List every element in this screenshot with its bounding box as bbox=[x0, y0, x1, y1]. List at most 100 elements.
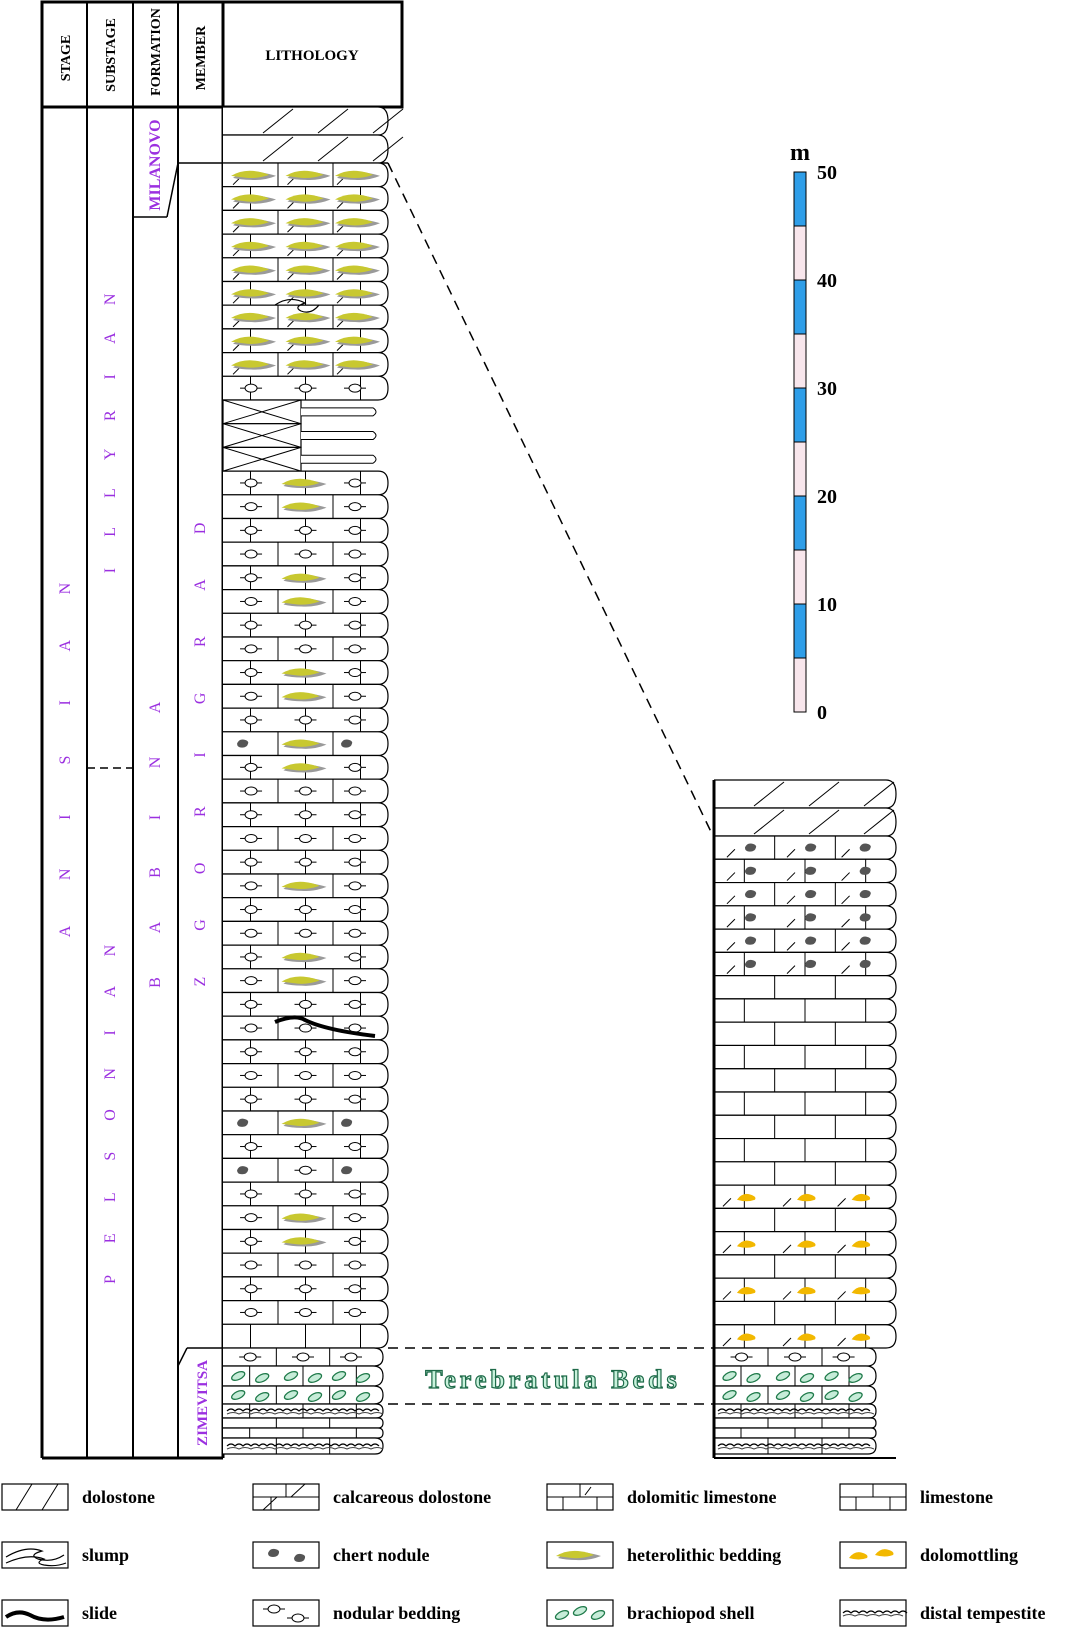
lithology-bed bbox=[223, 1323, 389, 1349]
lithology-bed bbox=[223, 897, 389, 922]
svg-text:N: N bbox=[147, 756, 164, 768]
svg-text:N: N bbox=[102, 944, 119, 956]
lithology-bed bbox=[223, 233, 389, 259]
lithology-bed bbox=[223, 1110, 389, 1136]
scale-segment bbox=[793, 387, 807, 443]
lithology-bed bbox=[714, 975, 897, 1000]
lithology-bed bbox=[714, 1437, 877, 1455]
svg-text:I: I bbox=[102, 374, 119, 379]
lithology-bed bbox=[714, 779, 897, 809]
lithology-bed bbox=[223, 826, 389, 851]
lithology-bed bbox=[714, 1231, 897, 1256]
lithology-bed bbox=[223, 1365, 384, 1387]
lithology-bed bbox=[223, 106, 404, 136]
legend-item-slide: slide bbox=[1, 1599, 117, 1627]
unit-labels: ANISIANILLYRIANPELSONIANMILANOVOBABINAZG… bbox=[57, 119, 211, 1446]
lithology-bed bbox=[223, 589, 389, 614]
legend-label: distal tempestite bbox=[920, 1603, 1045, 1623]
detail-lithology-beds bbox=[714, 779, 897, 1455]
lithology-bed bbox=[714, 1324, 897, 1349]
lithology-bed bbox=[223, 186, 389, 211]
lithology-bed bbox=[714, 1385, 877, 1405]
svg-text:A: A bbox=[147, 921, 164, 933]
scale-segment bbox=[793, 225, 807, 281]
scale-tick-label: 0 bbox=[817, 702, 827, 724]
lithology-bed bbox=[714, 1021, 897, 1047]
lithology-bed bbox=[223, 280, 389, 306]
lithology-bed bbox=[714, 1427, 877, 1439]
legend-label: calcareous dolostone bbox=[333, 1487, 491, 1507]
scale-tick-label: 10 bbox=[817, 594, 837, 616]
header-lithology: LITHOLOGY bbox=[265, 48, 359, 64]
svg-text:N: N bbox=[102, 293, 119, 305]
svg-text:A: A bbox=[102, 985, 119, 997]
lithology-bed bbox=[714, 1277, 897, 1303]
svg-text:R: R bbox=[192, 636, 209, 647]
scale-segment bbox=[793, 171, 807, 227]
lithology-bed bbox=[223, 209, 389, 235]
lithology-bed bbox=[714, 1068, 897, 1093]
lithology-bed bbox=[714, 1347, 877, 1367]
lithology-bed bbox=[223, 1157, 389, 1183]
legend-label: heterolithic bedding bbox=[627, 1545, 781, 1565]
lithology-bed bbox=[223, 162, 389, 188]
legend-label: dolomitic limestone bbox=[627, 1487, 776, 1507]
lithology-bed bbox=[223, 849, 389, 875]
svg-text:A: A bbox=[102, 332, 119, 344]
lithology-bed bbox=[223, 304, 389, 330]
svg-text:L: L bbox=[102, 527, 119, 537]
svg-text:Y: Y bbox=[102, 448, 119, 460]
lithology-bed bbox=[223, 1252, 389, 1278]
lithology-bed bbox=[223, 707, 389, 733]
lithology-bed bbox=[714, 881, 897, 907]
svg-text:A: A bbox=[57, 925, 74, 937]
scale-segment bbox=[793, 279, 807, 335]
legend-item-nodular: nodular bedding bbox=[252, 1599, 460, 1627]
lithology-bed bbox=[714, 1300, 897, 1326]
lithology-bed bbox=[223, 1205, 389, 1231]
lithology-bed bbox=[223, 470, 389, 496]
lithology-bed bbox=[223, 683, 389, 709]
lithology-bed bbox=[223, 494, 389, 520]
scale-tick-label: 50 bbox=[817, 162, 837, 184]
lithology-bed bbox=[223, 328, 389, 354]
svg-text:B: B bbox=[147, 977, 164, 988]
lithology-bed bbox=[714, 1044, 897, 1070]
lithology-bed bbox=[223, 1300, 389, 1325]
lithology-bed bbox=[714, 928, 897, 953]
lithology-bed bbox=[714, 1254, 897, 1279]
legend-item-limestone: limestone bbox=[839, 1483, 993, 1511]
lithology-bed bbox=[223, 1437, 384, 1455]
lithology-bed bbox=[223, 375, 389, 401]
lithology-bed bbox=[223, 944, 389, 970]
scale-segment bbox=[793, 657, 807, 713]
lithology-bed bbox=[223, 636, 389, 662]
scale-segment bbox=[793, 549, 807, 605]
legend-label: dolostone bbox=[82, 1487, 155, 1507]
legend-item-slump: slump bbox=[1, 1541, 129, 1569]
lithology-bed bbox=[714, 835, 897, 860]
legend-item-heterolithic: heterolithic bedding bbox=[546, 1541, 781, 1569]
lithology-bed bbox=[223, 541, 389, 567]
lithology-bed bbox=[223, 873, 389, 899]
legend-item-dolomottling: dolomottling bbox=[839, 1541, 1018, 1569]
svg-text:R: R bbox=[192, 806, 209, 817]
svg-text:R: R bbox=[102, 410, 119, 421]
svg-text:S: S bbox=[102, 1152, 119, 1161]
svg-text:S: S bbox=[57, 756, 74, 765]
scale-tick-label: 30 bbox=[817, 378, 837, 400]
legend-label: slide bbox=[82, 1603, 117, 1623]
legend-item-brachiopod: brachiopod shell bbox=[546, 1599, 755, 1627]
svg-text:D: D bbox=[192, 523, 209, 535]
legend-item-chert-nodule: chert nodule bbox=[252, 1541, 430, 1569]
lithology-bed bbox=[223, 352, 389, 377]
svg-text:I: I bbox=[57, 700, 74, 705]
lithology-bed bbox=[223, 1086, 389, 1112]
legend-item-tempestite: distal tempestite bbox=[839, 1599, 1045, 1627]
slide-symbol bbox=[274, 1015, 376, 1038]
svg-text:G: G bbox=[192, 692, 209, 704]
covered-interval bbox=[222, 399, 377, 425]
